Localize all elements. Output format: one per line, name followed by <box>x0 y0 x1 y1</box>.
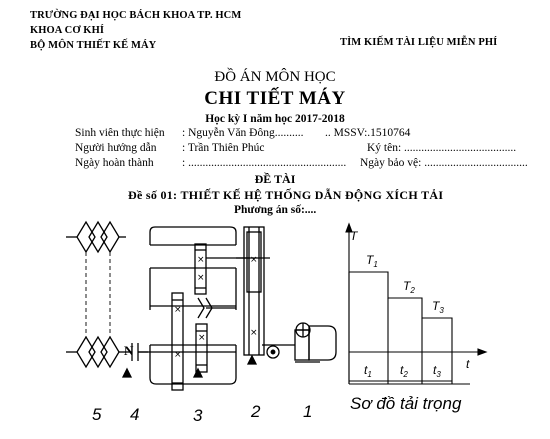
chart-interval-3: t3 <box>433 363 441 379</box>
defense-date-field: Ngày bảo vệ: ...........................… <box>360 157 528 169</box>
semester: Học kỳ I năm học 2017-2018 <box>205 113 345 125</box>
svg-text:×: × <box>197 255 205 265</box>
belt-drive <box>236 226 276 356</box>
chart-level-3: T3 <box>432 299 444 315</box>
chain-sprocket-top <box>66 220 126 254</box>
advisor-value: : Trần Thiên Phúc <box>182 142 265 154</box>
label-3: 3 <box>193 406 203 425</box>
faculty-name: KHOA CƠ KHÍ <box>30 25 105 36</box>
completion-date-label: Ngày hoàn thành <box>75 157 154 169</box>
n-label: N <box>124 343 134 358</box>
svg-text:×: × <box>250 255 258 265</box>
label-2: 2 <box>251 402 261 421</box>
svg-text:×: × <box>174 350 182 360</box>
advisor-label: Người hướng dẫn <box>75 142 157 154</box>
load-chart <box>345 222 488 385</box>
signature-field: Ký tên: ................................… <box>367 142 517 154</box>
label-5: 5 <box>92 405 102 424</box>
option-number: Phương án số:.... <box>234 204 317 216</box>
chain-lines <box>85 252 111 337</box>
department-name: BỘ MÔN THIẾT KẾ MÁY <box>30 40 157 51</box>
topic-number: Đề số 01: THIẾT KẾ HỆ THỐNG DẪN ĐỘNG XÍC… <box>128 188 444 202</box>
chain-sprocket-bottom <box>66 335 120 369</box>
chart-x-label: t <box>466 357 470 371</box>
svg-text:×: × <box>250 328 258 338</box>
electric-motor <box>276 322 337 363</box>
gearbox <box>138 226 250 391</box>
student-id: .. MSSV:.1510764 <box>325 127 411 139</box>
label-4: 4 <box>130 405 140 424</box>
label-1: 1 <box>303 402 313 421</box>
free-docs-banner[interactable]: TÌM KIẾM TÀI LIỆU MIỄN PHÍ <box>340 37 498 48</box>
chart-interval-1: t1 <box>364 363 372 379</box>
chart-y-label: T <box>350 229 359 243</box>
project-title: ĐỒ ÁN MÔN HỌC <box>214 69 336 85</box>
student-value: : Nguyễn Văn Đông.......... <box>182 127 304 139</box>
topic-heading: ĐỀ TÀI <box>254 172 296 186</box>
bearing-mark <box>121 367 133 378</box>
completion-date-value: : ......................................… <box>182 157 347 169</box>
subject-title: CHI TIẾT MÁY <box>204 88 346 109</box>
chart-level-1: T1 <box>366 253 378 269</box>
chart-level-2: T2 <box>403 279 415 295</box>
student-label: Sinh viên thực hiện <box>75 127 165 139</box>
load-chart-caption: Sơ đồ tải trọng <box>350 394 462 413</box>
school-name: TRƯỜNG ĐẠI HỌC BÁCH KHOA TP. HCM <box>30 10 242 21</box>
svg-text:×: × <box>197 273 205 283</box>
svg-text:×: × <box>174 305 182 315</box>
chart-interval-2: t2 <box>400 363 408 379</box>
svg-text:×: × <box>198 333 206 343</box>
